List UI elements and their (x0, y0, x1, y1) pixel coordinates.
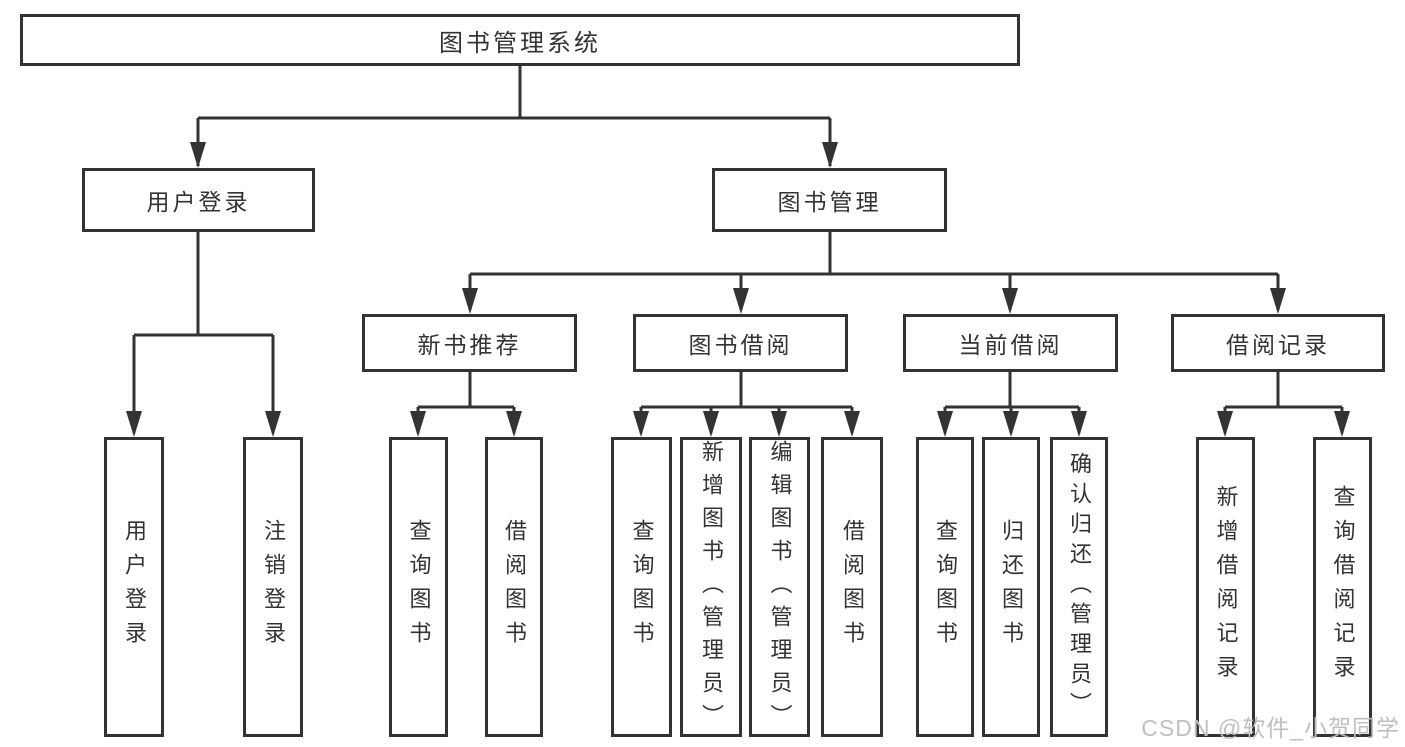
leaf-edit-books-admin: 编辑图书（管理员） (749, 437, 810, 737)
leaf-borrowing-query-books-label: 查询图书 (629, 519, 655, 655)
leaf-logout: 注销登录 (243, 437, 303, 737)
leaf-return-books: 归还图书 (982, 437, 1040, 737)
edge-borrowrecord-to-leaves (1223, 372, 1344, 433)
leaf-current-query-books: 查询图书 (916, 437, 974, 737)
leaf-query-borrow-record-label: 查询借阅记录 (1330, 485, 1356, 689)
node-root: 图书管理系统 (20, 14, 1020, 66)
node-new-book-recommend: 新书推荐 (362, 314, 577, 372)
node-borrowing-records: 借阅记录 (1171, 314, 1385, 372)
arrowhead-icons (126, 142, 1350, 437)
node-current-borrowing: 当前借阅 (903, 314, 1118, 372)
edge-userlogin-to-leaves (132, 232, 275, 433)
leaf-confirm-return-admin-label: 确认归还（管理员） (1067, 452, 1092, 722)
node-user-login-branch-label: 用户登录 (146, 189, 251, 215)
leaf-edit-books-admin-label: 编辑图书（管理员） (767, 440, 793, 737)
leaf-query-borrow-record: 查询借阅记录 (1313, 437, 1372, 737)
node-book-management-label: 图书管理 (777, 189, 882, 215)
leaf-recommend-query-books: 查询图书 (389, 437, 448, 737)
node-book-borrowing: 图书借阅 (633, 314, 848, 372)
leaf-current-query-books-label: 查询图书 (933, 519, 958, 655)
leaf-recommend-query-books-label: 查询图书 (406, 519, 432, 655)
edge-newbook-to-leaves (416, 372, 516, 433)
edge-bookborrow-to-leaves (639, 372, 854, 433)
node-new-book-recommend-label: 新书推荐 (417, 332, 522, 358)
node-book-management: 图书管理 (712, 168, 947, 232)
leaf-add-books-admin: 新增图书（管理员） (680, 437, 742, 737)
leaf-add-books-admin-label: 新增图书（管理员） (699, 440, 724, 737)
node-current-borrowing-label: 当前借阅 (958, 332, 1063, 358)
leaf-borrowing-borrow-books-label: 借阅图书 (840, 519, 865, 655)
node-user-login-branch: 用户登录 (82, 168, 315, 232)
node-book-borrowing-label: 图书借阅 (688, 332, 793, 358)
leaf-user-login: 用户登录 (104, 437, 164, 737)
leaf-user-login-label: 用户登录 (122, 519, 147, 655)
edge-bookmgmt-to-level3 (468, 232, 1280, 310)
leaf-add-borrow-record-label: 新增借阅记录 (1213, 485, 1239, 689)
edge-root-to-level2 (196, 66, 832, 166)
leaf-recommend-borrow-books: 借阅图书 (485, 437, 543, 737)
leaf-confirm-return-admin: 确认归还（管理员） (1050, 437, 1108, 737)
tree-edges (132, 66, 1344, 433)
leaf-recommend-borrow-books-label: 借阅图书 (502, 519, 527, 655)
node-borrowing-records-label: 借阅记录 (1226, 332, 1330, 358)
leaf-borrowing-query-books: 查询图书 (611, 437, 672, 737)
leaf-borrowing-borrow-books: 借阅图书 (821, 437, 883, 737)
arrowheads (126, 142, 1350, 437)
leaf-add-borrow-record: 新增借阅记录 (1196, 437, 1255, 737)
node-root-label: 图书管理系统 (439, 29, 601, 57)
leaf-logout-label: 注销登录 (261, 519, 286, 655)
leaf-return-books-label: 归还图书 (999, 519, 1024, 655)
csdn-watermark: CSDN @软件_小贺同学 (1141, 715, 1400, 741)
